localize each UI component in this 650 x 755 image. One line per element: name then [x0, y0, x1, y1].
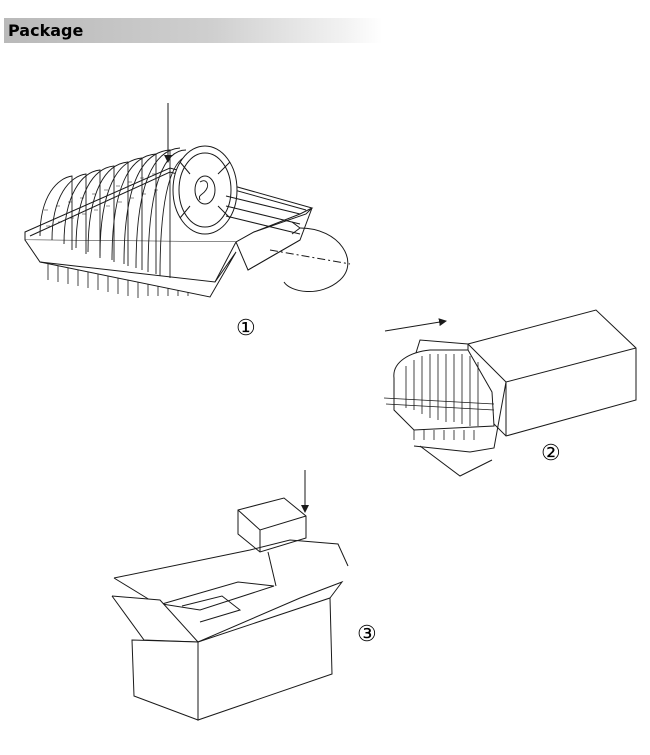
step-3-label: ③ — [357, 622, 377, 647]
section-header-bar — [4, 18, 382, 43]
step-3-figure — [111, 470, 349, 721]
step-1-label: ① — [236, 316, 256, 341]
page-title: Package — [8, 21, 84, 40]
step-1-figure — [24, 103, 351, 298]
right-arrow-icon — [384, 318, 447, 332]
step-2-label: ② — [541, 441, 561, 466]
step-2-figure — [383, 309, 637, 477]
